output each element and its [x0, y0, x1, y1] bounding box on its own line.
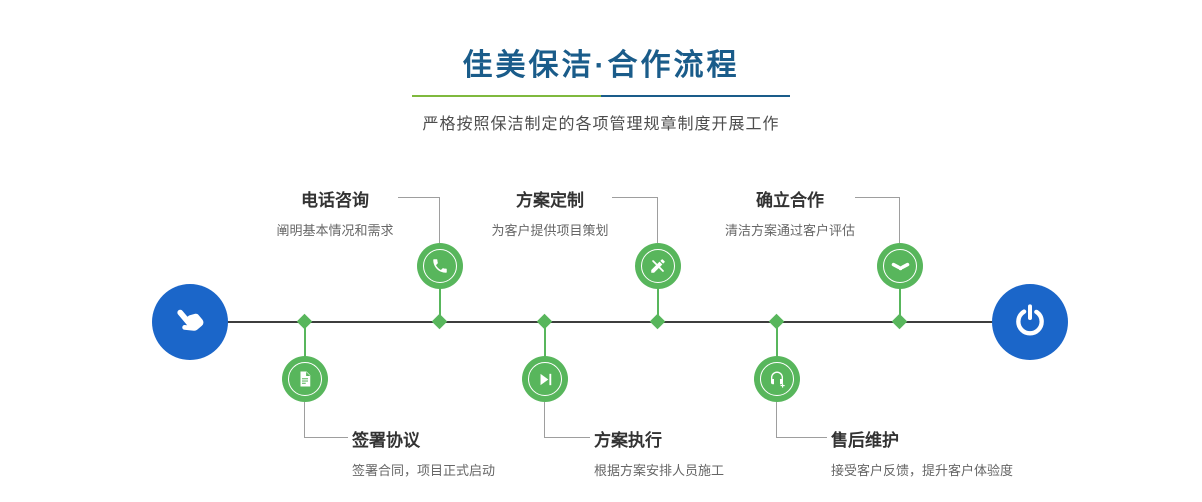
step-title: 方案执行: [594, 431, 662, 450]
step-desc: 清洁方案通过客户评估: [724, 223, 855, 238]
step-title: 售后维护: [831, 431, 899, 450]
label-connector: [544, 402, 545, 438]
step-label-aftersales: 售后维护 接受客户反馈，提升客户体验度: [831, 426, 1091, 479]
label-connector: [899, 197, 900, 243]
underline-blue-segment: [601, 95, 790, 97]
step-desc: 签署合同，项目正式启动: [352, 463, 496, 478]
label-connector: [398, 197, 440, 198]
label-connector: [855, 197, 900, 198]
power-icon: [1010, 300, 1050, 345]
end-node: [992, 284, 1068, 360]
step-title: 方案定制: [516, 191, 584, 210]
timeline-diamond: [431, 313, 448, 330]
node-connector: [776, 322, 778, 357]
timeline-diamond: [891, 313, 908, 330]
page-subtitle: 严格按照保洁制定的各项管理规章制度开展工作: [422, 116, 780, 133]
timeline-diamond: [536, 313, 553, 330]
step-label-contract: 签署协议 签署合同，项目正式启动: [352, 426, 612, 479]
timeline-diamond: [296, 313, 313, 330]
contract-icon: [288, 362, 322, 396]
label-connector: [612, 197, 658, 198]
step-label-design: 方案定制 为客户提供项目策划: [460, 186, 640, 239]
step-node-cooperation: [877, 243, 923, 289]
timeline-diamond: [768, 313, 785, 330]
hand-pointer-icon: [162, 293, 219, 350]
step-node-execution: [522, 356, 568, 402]
page-title: 佳美保洁·合作流程: [462, 49, 740, 82]
label-connector: [776, 402, 777, 438]
label-connector: [304, 437, 348, 438]
step-desc: 根据方案安排人员施工: [594, 463, 725, 478]
start-node: [152, 284, 228, 360]
step-node-phone: [417, 243, 463, 289]
label-connector: [776, 437, 827, 438]
label-connector: [544, 437, 590, 438]
step-label-cooperation: 确立合作 清洁方案通过客户评估: [700, 186, 880, 239]
step-title: 确立合作: [756, 191, 824, 210]
title-underline: [412, 95, 790, 97]
timeline-diamond: [649, 313, 666, 330]
underline-green-segment: [412, 95, 601, 97]
handshake-icon: [883, 249, 917, 283]
step-desc: 为客户提供项目策划: [491, 223, 609, 238]
customer-service-icon: [760, 362, 794, 396]
label-connector: [439, 197, 440, 243]
node-connector: [439, 288, 441, 322]
step-node-aftersales: [754, 356, 800, 402]
step-title: 电话咨询: [301, 191, 369, 210]
play-icon: [528, 362, 562, 396]
step-desc: 接受客户反馈，提升客户体验度: [831, 463, 1014, 478]
label-connector: [304, 402, 305, 438]
pencil-ruler-icon: [641, 249, 675, 283]
node-connector: [899, 288, 901, 322]
step-desc: 阐明基本情况和需求: [276, 223, 394, 238]
label-connector: [657, 197, 658, 243]
step-node-design: [635, 243, 681, 289]
node-connector: [544, 322, 546, 357]
node-connector: [657, 288, 659, 322]
step-label-phone: 电话咨询 阐明基本情况和需求: [245, 186, 425, 239]
step-node-contract: [282, 356, 328, 402]
step-label-execution: 方案执行 根据方案安排人员施工: [594, 426, 854, 479]
phone-icon: [423, 249, 457, 283]
step-title: 签署协议: [352, 431, 420, 450]
timeline-line: [190, 321, 1030, 323]
node-connector: [304, 322, 306, 357]
